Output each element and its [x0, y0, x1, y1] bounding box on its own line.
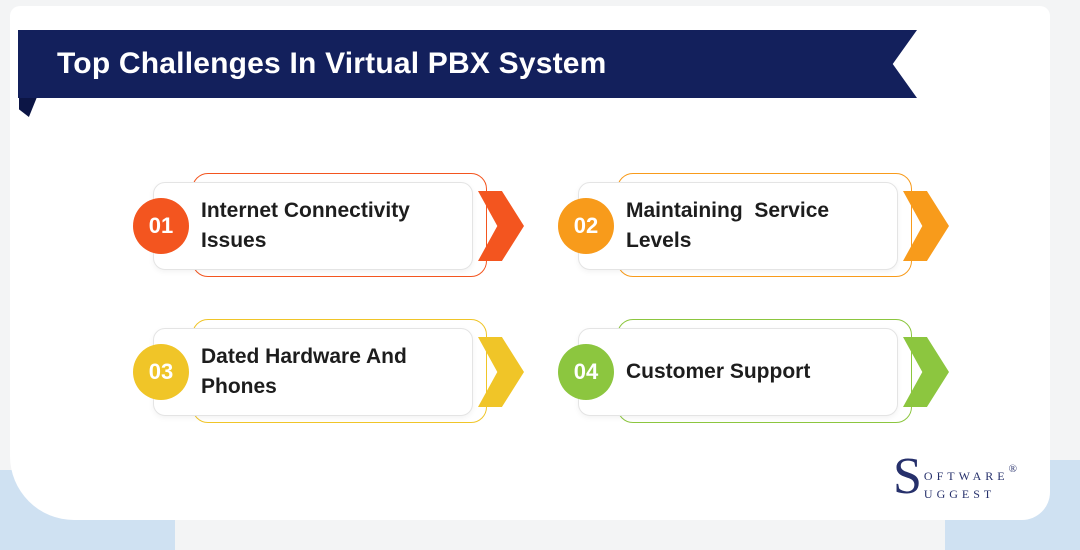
card-number-badge: 04 [558, 344, 614, 400]
card-body [153, 328, 473, 416]
card-title: Customer Support [626, 357, 894, 387]
card-number-badge: 02 [558, 198, 614, 254]
card-body [153, 182, 473, 270]
card-title-line: Dated Hardware And [201, 345, 407, 368]
card-body [578, 182, 898, 270]
card-title-line: Maintaining Service [626, 199, 830, 222]
card-body [578, 328, 898, 416]
card-title-line: Customer Support [626, 360, 811, 383]
page-title: Top Challenges In Virtual PBX System [57, 47, 607, 80]
card-title-line: Internet Connectivity [201, 199, 410, 222]
card-title-line: Issues [201, 229, 267, 252]
logo-initial: S [893, 448, 922, 505]
registered-mark: ® [1008, 463, 1017, 475]
challenge-card-3: 03 Dated Hardware And Phones [133, 319, 524, 423]
card-title: Maintaining Service Levels [626, 196, 894, 256]
challenge-card-1: 01 Internet Connectivity Issues [133, 173, 524, 277]
card-title-line: Phones [201, 375, 277, 398]
card-title: Internet Connectivity Issues [201, 196, 469, 256]
card-number-badge: 01 [133, 198, 189, 254]
title-banner-ribbon: Top Challenges In Virtual PBX System [18, 30, 917, 98]
logo-line-2: uggest [923, 483, 996, 502]
card-title: Dated Hardware And Phones [201, 342, 469, 402]
card-number-badge: 03 [133, 344, 189, 400]
logo-line-1: oftware® [923, 463, 1017, 484]
softwaresuggest-logo: S oftware® uggest [893, 448, 1017, 505]
challenge-card-2: 02 Maintaining Service Levels [558, 173, 949, 277]
logo-wordmark: oftware® uggest [924, 460, 1017, 502]
challenge-card-4: 04 Customer Support [558, 319, 949, 423]
card-title-line: Levels [626, 229, 692, 252]
